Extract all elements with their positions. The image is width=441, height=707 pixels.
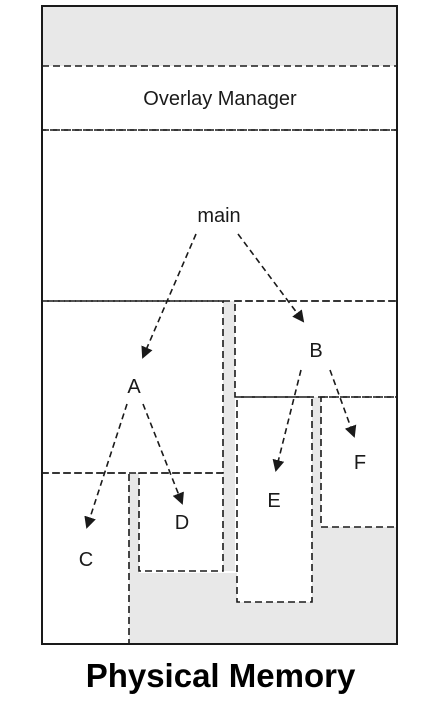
physical-memory-border	[41, 5, 398, 645]
node-f: F	[354, 452, 366, 474]
arrow-b-to-f	[329, 369, 357, 438]
unused-memory-top	[42, 6, 397, 66]
overlay-d-region	[138, 472, 224, 572]
gap-strip-c-d	[129, 473, 139, 573]
arrow-main-to-b	[237, 233, 305, 323]
overlay-manager-label: Overlay Manager	[143, 88, 297, 110]
arrow-main-to-a	[141, 233, 197, 359]
arrow-a-to-d	[142, 403, 184, 505]
node-main: main	[197, 205, 240, 227]
node-a: A	[127, 376, 141, 398]
node-c: C	[79, 549, 93, 571]
arrow-b-to-e	[272, 369, 302, 472]
diagram-caption: Physical Memory	[85, 657, 356, 694]
node-e: E	[267, 490, 280, 512]
gap-strip-e-f	[312, 397, 321, 527]
node-b: B	[309, 340, 322, 362]
overlay-e-region	[236, 396, 313, 603]
unused-memory-bottom	[129, 527, 397, 644]
node-d: D	[175, 512, 189, 534]
arrow-a-to-c	[84, 403, 128, 529]
gap-strip-a-b	[223, 301, 235, 571]
overlay-f-region	[320, 396, 398, 528]
